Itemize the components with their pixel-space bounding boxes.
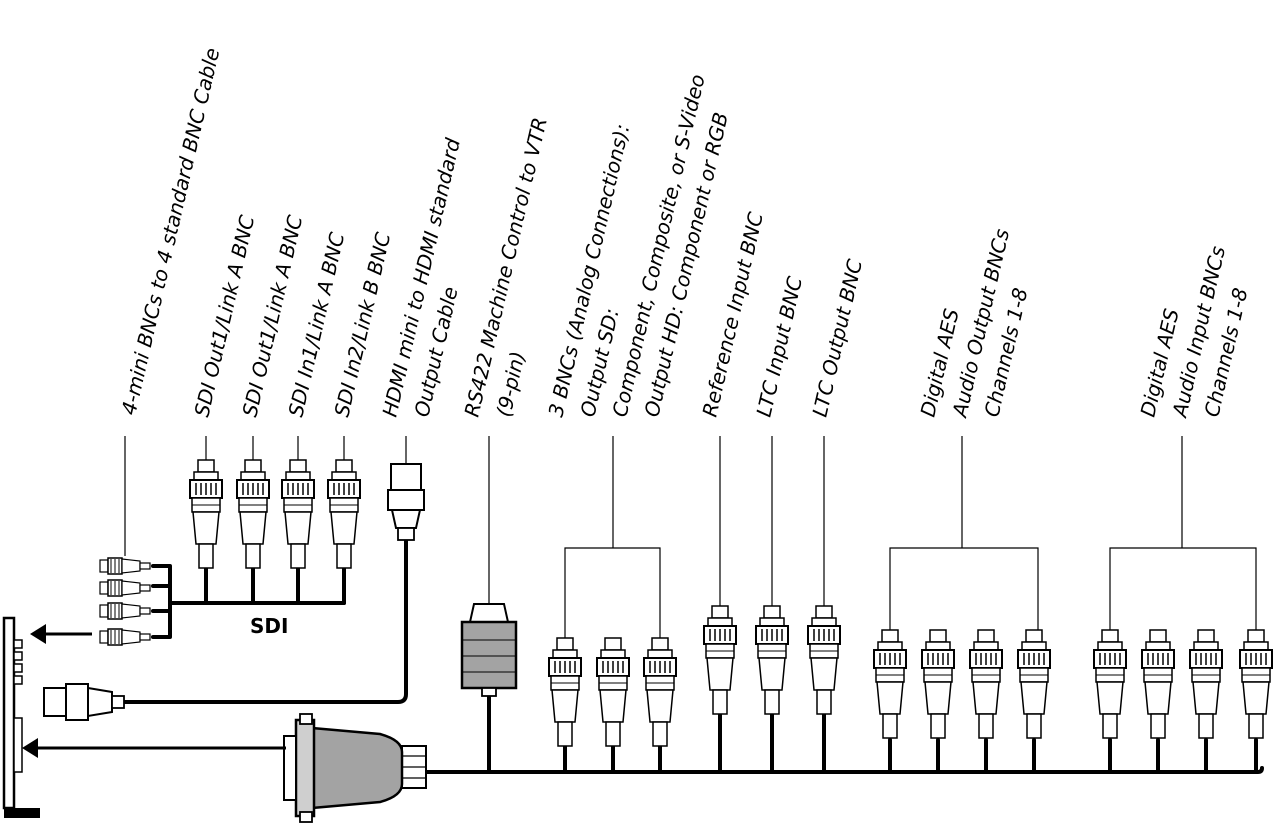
bnc-analog-1 (548, 637, 582, 747)
label-group: 4-mini BNCs to 4 standard BNC Cable SDI … (116, 46, 1252, 421)
label-ltc-output: LTC Output BNC (807, 257, 867, 419)
bnc-sdi-out1-b (236, 459, 270, 569)
main-dsub-connector (283, 713, 427, 823)
bnc-aes-in-1 (1093, 629, 1127, 739)
sdi-tag: SDI (250, 614, 288, 638)
bnc-aes-out-3 (969, 629, 1003, 739)
aes-input-connectors (1093, 629, 1273, 739)
bnc-sdi-out1-a (189, 459, 223, 569)
mini-bnc-2 (99, 579, 151, 597)
analog-connectors (548, 637, 677, 747)
insertion-arrows (22, 624, 286, 758)
bnc-aes-out-1 (873, 629, 907, 739)
bnc-reference-input (703, 605, 737, 715)
mini-bnc-connectors (99, 557, 151, 646)
bnc-analog-2 (596, 637, 630, 747)
leader-lines (124, 436, 1257, 638)
mini-bnc-4 (99, 628, 151, 646)
bnc-sdi-in2 (327, 459, 361, 569)
hdmi-standard-connector (387, 463, 425, 541)
card-bracket (2, 616, 40, 818)
aes-output-connectors (873, 629, 1051, 739)
bnc-analog-3 (643, 637, 677, 747)
bnc-aes-in-3 (1189, 629, 1223, 739)
bnc-sdi-in1 (281, 459, 315, 569)
label-ltc-input: LTC Input BNC (751, 274, 807, 419)
bnc-aes-out-4 (1017, 629, 1051, 739)
bnc-ltc-output (807, 605, 841, 715)
mini-bnc-3 (99, 602, 151, 620)
sdi-connectors (189, 459, 361, 569)
bnc-aes-in-2 (1141, 629, 1175, 739)
bnc-aes-out-2 (921, 629, 955, 739)
reference-ltc-connectors (703, 605, 841, 715)
rs422-9pin-connector (460, 603, 518, 697)
hdmi-mini-connector (43, 683, 125, 721)
cable-harness (120, 538, 1264, 774)
mini-bnc-1 (99, 557, 151, 575)
bnc-ltc-input (755, 605, 789, 715)
label-rs422-line2: (9-pin) (491, 349, 529, 419)
bnc-aes-in-4 (1239, 629, 1273, 739)
